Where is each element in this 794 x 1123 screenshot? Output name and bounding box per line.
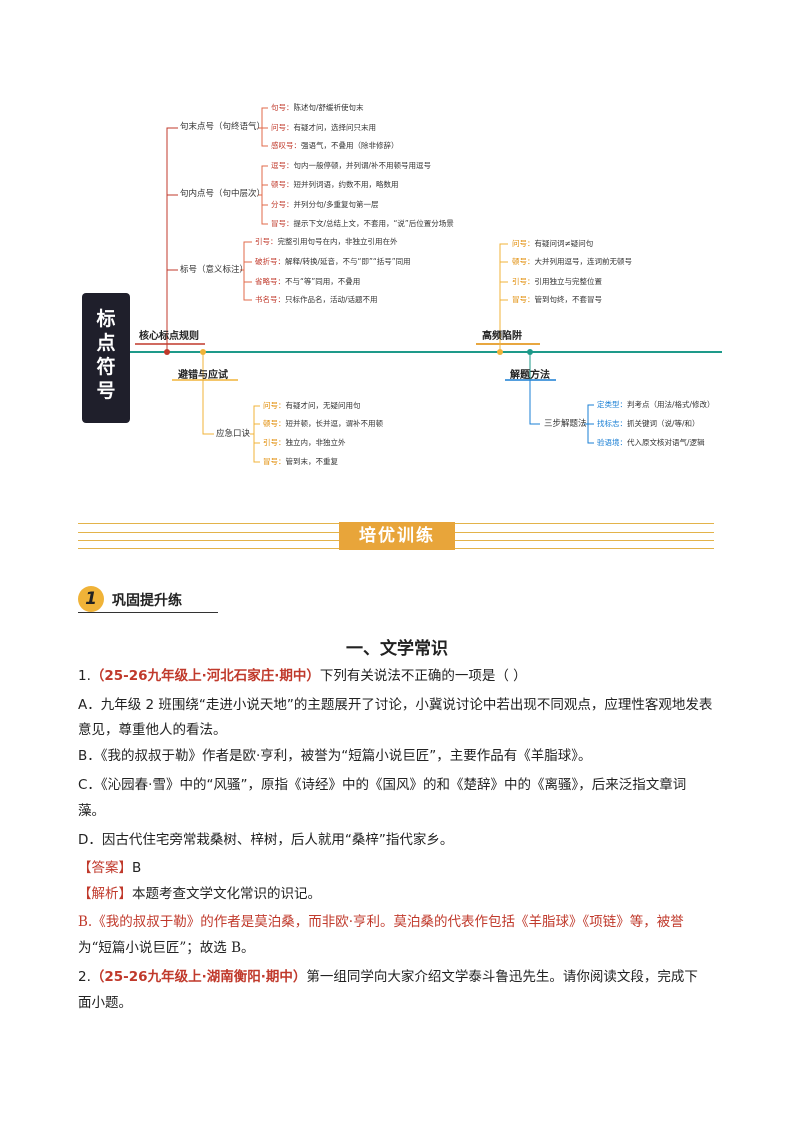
section-number-badge: 1	[78, 586, 104, 612]
leaf-item: 引号：引用独立与完整位置	[512, 277, 602, 286]
option-a: A．九年级 2 班围绕“走进小说天地”的主题展开了讨论，小冀说讨论中若出现不同观…	[78, 697, 713, 713]
title-char: 号	[96, 380, 116, 402]
leaf-item: 引号：完整引用句号在内，非独立引用在外	[255, 237, 398, 246]
option-d: D．因古代住宅旁常栽桑树、梓树，后人就用“桑梓”指代家乡。	[78, 832, 454, 848]
branch-label-core-rules: 核心标点规则	[139, 331, 199, 342]
leaf-item: 冒号：提示下文/总结上文，不套用，“说”后位置分场景	[271, 219, 454, 228]
title-char: 点	[96, 332, 116, 354]
leaf-item: 顿号：短并列词语，约数不用，略数用	[271, 180, 399, 189]
leaf-item: 问号：有疑才问，无疑问用句	[263, 401, 361, 410]
mindmap-title-tag: 标 点 符 号	[82, 293, 130, 423]
leaf-item: 逗号：句内一般停顿，并列谓/补不用顿号用逗号	[271, 161, 432, 170]
leaf-item: 定类型：判考点（用法/格式/修改）	[597, 400, 715, 409]
banner-title: 培优训练	[339, 522, 455, 550]
leaf-item: 冒号：管到句终，不套冒号	[512, 295, 602, 304]
question-1-stem: 1.（25-26九年级上·河北石家庄·期中）下列有关说法不正确的一项是（ ）	[78, 668, 527, 684]
leaf-item: 引号：独立内，非独立外	[263, 438, 346, 447]
answer: 【答案】B	[78, 860, 142, 876]
group-in-sentence: 句内点号（句中层次）	[180, 189, 266, 199]
section-title: 巩固提升练	[112, 593, 182, 609]
title-char: 符	[96, 356, 116, 378]
leaf-item: 分号：并列分句/多重复句第一层	[271, 200, 379, 209]
branch-label-methods: 解题方法	[510, 370, 550, 381]
leaf-item: 找标志：抓关键词（说/等/和）	[597, 419, 700, 428]
group-three-steps: 三步解题法	[544, 419, 587, 429]
group-mnemonic: 应急口诀	[216, 429, 251, 439]
question-2-stem-cont: 面小题。	[78, 995, 132, 1011]
leaf-item: 书名号：只标作品名，活动/话题不用	[255, 295, 378, 304]
group-marks: 标号（意义标注）	[180, 265, 249, 275]
leaf-item: 顿号：短并顿，长并逗，谓补不用顿	[263, 419, 383, 428]
branch-label-avoid-errors: 避错与应试	[178, 370, 228, 381]
option-b: B．《我的叔叔于勒》作者是欧·亨利，被誉为“短篇小说巨匠”，主要作品有《羊脂球》…	[78, 748, 592, 764]
page-heading: 一、文学常识	[346, 639, 448, 659]
leaf-item: 句号：陈述句/舒缓祈使句末	[271, 103, 364, 112]
explanation-line-2: 为“短篇小说巨匠”；故选 B。	[78, 940, 255, 956]
leaf-item: 省略号：不与“等”同用，不叠用	[255, 277, 361, 286]
leaf-item: 破折号：解释/转换/延音，不与“即”“括号”同用	[255, 257, 411, 266]
leaf-item: 问号：有疑才问，选择问只末用	[271, 123, 376, 132]
leaf-item: 问号：有疑问词≠疑问句	[512, 239, 594, 248]
section-underline	[78, 612, 218, 613]
group-sentence-end: 句末点号（句终语气）	[180, 122, 266, 132]
analysis: 【解析】本题考查文学文化常识的识记。	[78, 886, 321, 902]
leaf-item: 冒号：管到末，不重复	[263, 457, 338, 466]
option-a-cont: 意见，尊重他人的看法。	[78, 722, 227, 738]
leaf-item: 顿号：大并列用逗号，连词前无顿号	[512, 257, 632, 266]
title-char: 标	[96, 308, 116, 330]
question-2-stem: 2.（25-26九年级上·湖南衡阳·期中）第一组同学向大家介绍文学泰斗鲁迅先生。…	[78, 969, 698, 985]
option-c: C．《沁园春·雪》中的“风骚”，原指《诗经》中的《国风》的和《楚辞》中的《离骚》…	[78, 777, 687, 793]
mindmap-lines	[130, 107, 722, 463]
branch-label-traps: 高频陷阱	[482, 331, 522, 342]
option-c-cont: 藻。	[78, 803, 105, 819]
leaf-item: 验语境：代入原文核对语气/逻辑	[597, 438, 705, 447]
leaf-item: 感叹号：强语气，不叠用（除非修辞）	[271, 141, 399, 150]
explanation-line-1: B.《我的叔叔于勒》的作者是莫泊桑，而非欧·亨利。莫泊桑的代表作包括《羊脂球》《…	[78, 914, 684, 930]
